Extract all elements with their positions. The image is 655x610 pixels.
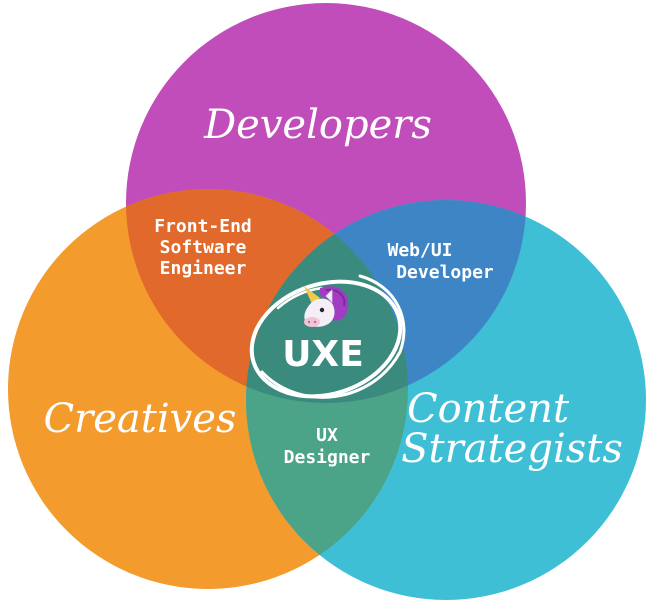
- ux-designer-label-line1: UX: [316, 425, 338, 446]
- ux-designer-label-line2: Designer: [284, 447, 371, 468]
- web-ui-label-line1: Web/UI: [387, 240, 452, 261]
- developers-label: Developers: [203, 102, 432, 148]
- uxe-label: UXE: [282, 334, 364, 375]
- content-strategists-label-line1: Content: [407, 386, 570, 432]
- front-end-label-line3: Engineer: [160, 258, 247, 279]
- creatives-label: Creatives: [44, 396, 237, 442]
- front-end-label-line1: Front-End: [154, 216, 252, 237]
- content-strategists-label-line2: Strategists: [401, 426, 623, 472]
- front-end-label-line2: Software: [160, 237, 247, 258]
- web-ui-label-line2: Developer: [396, 262, 494, 283]
- uxe-ring: [249, 274, 406, 399]
- unicorn-icon: [304, 286, 349, 327]
